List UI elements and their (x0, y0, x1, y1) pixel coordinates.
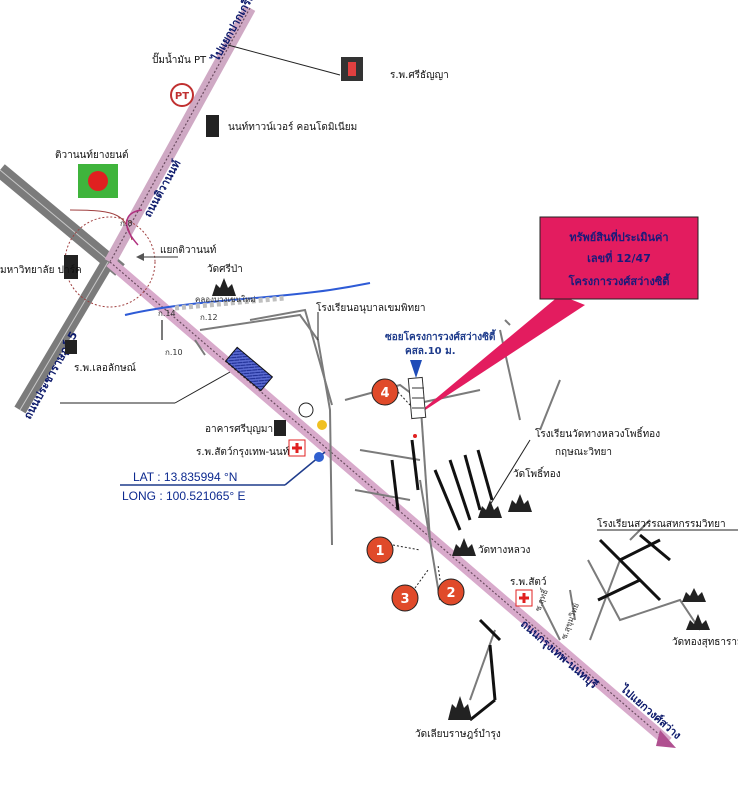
soi-a-label: ซ.สุทธิ์ (532, 586, 551, 613)
wat-pho-thong-label: วัดโพธิ์ทอง (513, 466, 561, 480)
dark-sois (390, 439, 671, 722)
nonthawer-condo: นนท์ทาวน์เวอร์ คอนโดมิเนียม (206, 115, 357, 137)
prachachuen-road (0, 164, 125, 276)
km-8: ก.8 (120, 219, 132, 228)
location-pin-icon (410, 360, 422, 378)
callout-line3: โครงการวงศ์สว่างซิตี้ (568, 273, 671, 288)
canal (124, 282, 371, 316)
temple-icon (452, 538, 476, 556)
school-icon (682, 588, 706, 602)
fuel-icon (317, 420, 327, 430)
fuel-icon (170, 83, 194, 107)
nonthawer-label: นนท์ทาวน์เวอร์ คอนโดมิเนียม (228, 120, 357, 133)
station-block (224, 346, 274, 392)
loelak-hospital: ร.พ.เลอลักษณ์ (65, 340, 136, 374)
sriboonyamai: อาคารศรีบุญมา (205, 420, 286, 436)
soi-width-label: คสล.10 ม. (405, 346, 456, 357)
vet-hospital: ร.พ.สัตว์ (510, 576, 547, 607)
school-sahakon: โรงเรียนสวรรณสหกรรมวิทยา (597, 517, 738, 602)
wat-liab: วัดเลียบราษฎร์บำรุง (415, 696, 501, 740)
srithanya-label: ร.พ.ศรีธัญญา (390, 69, 449, 81)
school-anuban-label: โรงเรียนอนุบาลเขมพิทยา (316, 301, 426, 314)
main-road (106, 257, 676, 748)
wat-liab-label: วัดเลียบราษฎร์บำรุง (415, 728, 501, 740)
marker-3[interactable]: 3 (391, 569, 429, 612)
sriboonyamai-label: อาคารศรีบุญมา (205, 423, 273, 435)
temple-icon (212, 278, 236, 296)
university-park-label: มหาวิทยาลัย ปาร์ค (0, 264, 82, 276)
temple-icon (448, 696, 472, 720)
soi-c-label: ซ.สุขุมวิทย์ (558, 601, 580, 640)
km-markers: ก.14 ก.12 ก.10 ก.8 (120, 219, 218, 357)
svg-text:4: 4 (380, 386, 389, 401)
wat-thang-luang-label: วัดทางหลวง (478, 545, 531, 556)
temple-icon (686, 614, 710, 630)
sois (161, 308, 701, 701)
university-park: มหาวิทยาลัย ปาร์ค (0, 255, 82, 279)
km-12: ก.12 (200, 313, 218, 322)
wat-pho-thong: วัดโพธิ์ทอง (478, 466, 561, 518)
svg-text:3: 3 (400, 592, 409, 607)
wat-si-pa-label: วัดศรีป่า (207, 263, 243, 275)
canal-label: คลองบางเขนใหม่ (195, 295, 256, 304)
tiwanon-car-label: ติวานนท์ยางยนต์ (55, 149, 129, 161)
pt-station: PT ปั๊มน้ำมัน PT (152, 52, 207, 107)
fuel-icon (314, 452, 324, 462)
marker-4[interactable]: 4 (371, 378, 411, 406)
svg-text:1: 1 (375, 544, 384, 559)
callout-line2: เลขที่ 12/47 (587, 250, 651, 265)
wat-si-pa: วัดศรีป่า (207, 263, 243, 296)
loop-road (126, 209, 143, 246)
vet-label: ร.พ.สัตว์ (510, 576, 547, 588)
canal-dashes (174, 295, 286, 311)
shell-icon (298, 402, 314, 418)
svg-text:2: 2 (446, 586, 455, 601)
to-pak-kret-label: ไปแยกปากเกร็ด (207, 0, 257, 65)
tiwanon-road (104, 5, 256, 265)
intersection-label: แยกติวานนท์ (160, 244, 216, 256)
tiwanon-car: ติวานนท์ยางยนต์ (55, 149, 129, 198)
building-icon (274, 420, 286, 436)
km-10: ก.10 (165, 348, 183, 357)
hospital-bkk-non-label: ร.พ.สัตว์กรุงเทพ-นนท์ (196, 446, 289, 458)
hospital-bkk-non: ร.พ.สัตว์กรุงเทพ-นนท์ (196, 439, 306, 458)
main-road-label: ถนนกรุงเทพ-นนทบุรี (517, 617, 600, 692)
km-14: ก.14 (158, 309, 176, 318)
pt-label: ปั๊มน้ำมัน PT (152, 52, 207, 66)
project-point (413, 434, 417, 438)
project-soi-label: ซอยโครงการวงศ์สว่างซิตี้ (385, 329, 496, 343)
building-icon (65, 340, 77, 354)
title-callout: ทรัพย์สินที่ประเมินค่า เลขที่ 12/47 โครง… (410, 216, 699, 420)
callout-line1: ทรัพย์สินที่ประเมินค่า (569, 229, 668, 244)
lat-value: LAT : 13.835994 °N (133, 470, 237, 484)
school-wat-thanglang: โรงเรียนวัดทางหลวงโพธิ์ทอง กฤษณะวิทยา (489, 426, 660, 506)
krut-label: กฤษณะวิทยา (555, 447, 612, 458)
srithanya-hospital: ร.พ.ศรีธัญญา (227, 44, 449, 81)
pracharat-road (14, 258, 114, 414)
temple-icon (508, 494, 532, 512)
building-icon (206, 115, 219, 137)
school-sahakon-label: โรงเรียนสวรรณสหกรรมวิทยา (597, 517, 726, 530)
loelak-label: ร.พ.เลอลักษณ์ (74, 362, 136, 374)
svg-text:PT: PT (175, 91, 189, 102)
wat-thang-luang: วัดทางหลวง (452, 538, 531, 556)
school-wat-thanglang-label: โรงเรียนวัดทางหลวงโพธิ์ทอง (535, 426, 660, 440)
wat-thong-suthira-label: วัดทองสุทธาราม (672, 637, 738, 648)
marker-2[interactable]: 2 (437, 564, 465, 606)
marker-1[interactable]: 1 (366, 536, 421, 564)
wat-thong-suthira: วัดทองสุทธาราม (672, 614, 738, 648)
building-icon (64, 255, 78, 279)
long-value: LONG : 100.521065° E (122, 489, 246, 503)
